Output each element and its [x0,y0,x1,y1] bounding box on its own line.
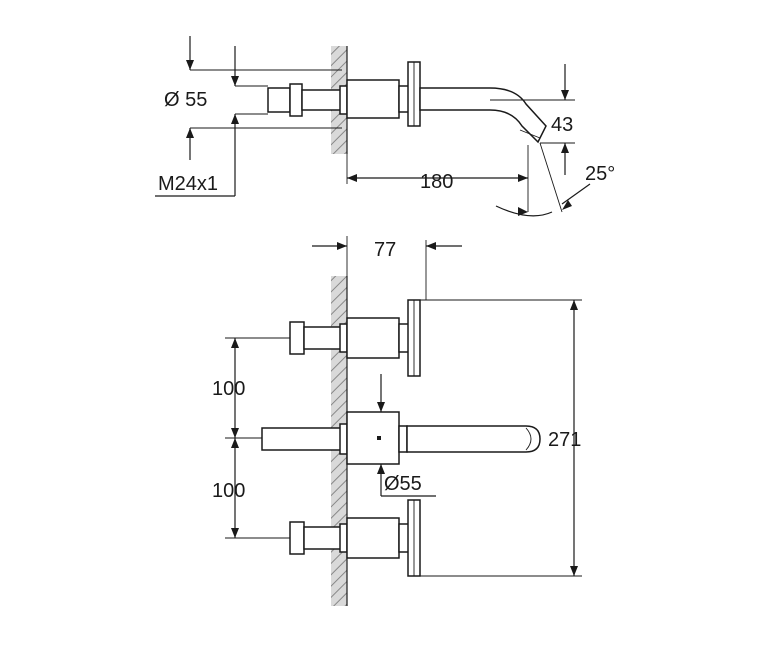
center-spout [261,411,541,465]
total-height-271-label: 271 [548,429,581,451]
spacing-bottom-100-label: 100 [212,480,245,502]
diameter-55-label: Ø 55 [164,89,207,111]
thread-m24x1-label: M24x1 [158,173,218,195]
side-view: Ø 55 M24x1 180 43 25° [155,36,615,217]
spout [419,87,547,144]
front-view: 77 [212,236,582,606]
center-diameter-55-label: Ø55 [384,473,422,495]
spout-height-43-label: 43 [551,114,573,136]
valve-nut [289,83,303,117]
spout-length-180-label: 180 [420,171,453,193]
spacing-top-100-label: 100 [212,378,245,400]
valve-stem [301,89,343,111]
upper-valve [289,299,421,377]
handle-offset-77-label: 77 [374,239,396,261]
spout-body-housing [346,79,400,119]
valve-thread-body [267,87,291,113]
lower-valve [289,499,421,577]
spout-angle-25-label: 25° [585,163,615,185]
